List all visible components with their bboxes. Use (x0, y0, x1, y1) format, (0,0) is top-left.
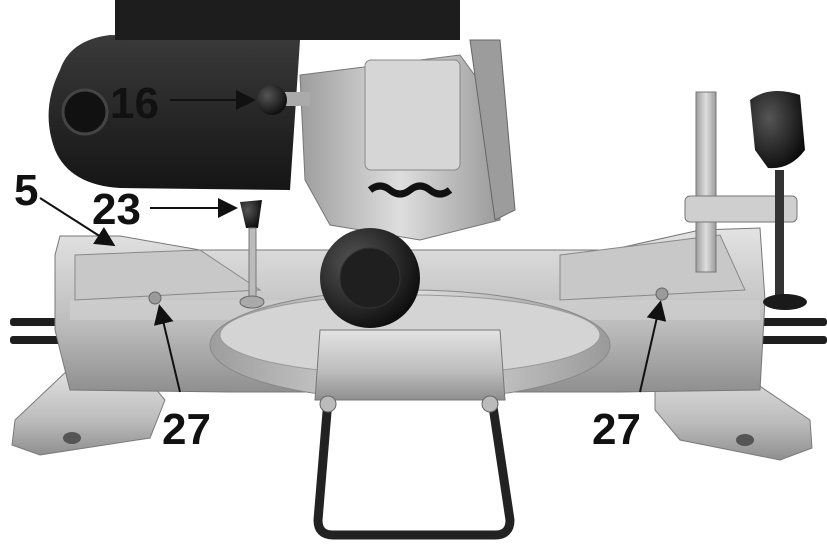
arrow-pointer-27-left (153, 304, 181, 393)
saw-head (299, 39, 516, 241)
callout-label-27-left: 27 (162, 405, 211, 454)
callout-label-5: 5 (14, 166, 38, 215)
motor-housing (48, 0, 460, 190)
carry-handle (313, 399, 515, 540)
arrow-pointer-27-right (639, 300, 667, 393)
knob-23 (239, 200, 265, 309)
callout-label-23: 23 (92, 185, 141, 234)
table-lock-knob (320, 228, 420, 328)
knob-16 (257, 85, 310, 115)
callout-label-27-right: 27 (592, 405, 641, 454)
saw-base (54, 227, 766, 401)
arrow-pointer-5 (39, 197, 116, 247)
hold-down-clamp (684, 91, 807, 310)
callout-arrows (39, 90, 667, 393)
callout-label-16: 16 (110, 79, 159, 128)
